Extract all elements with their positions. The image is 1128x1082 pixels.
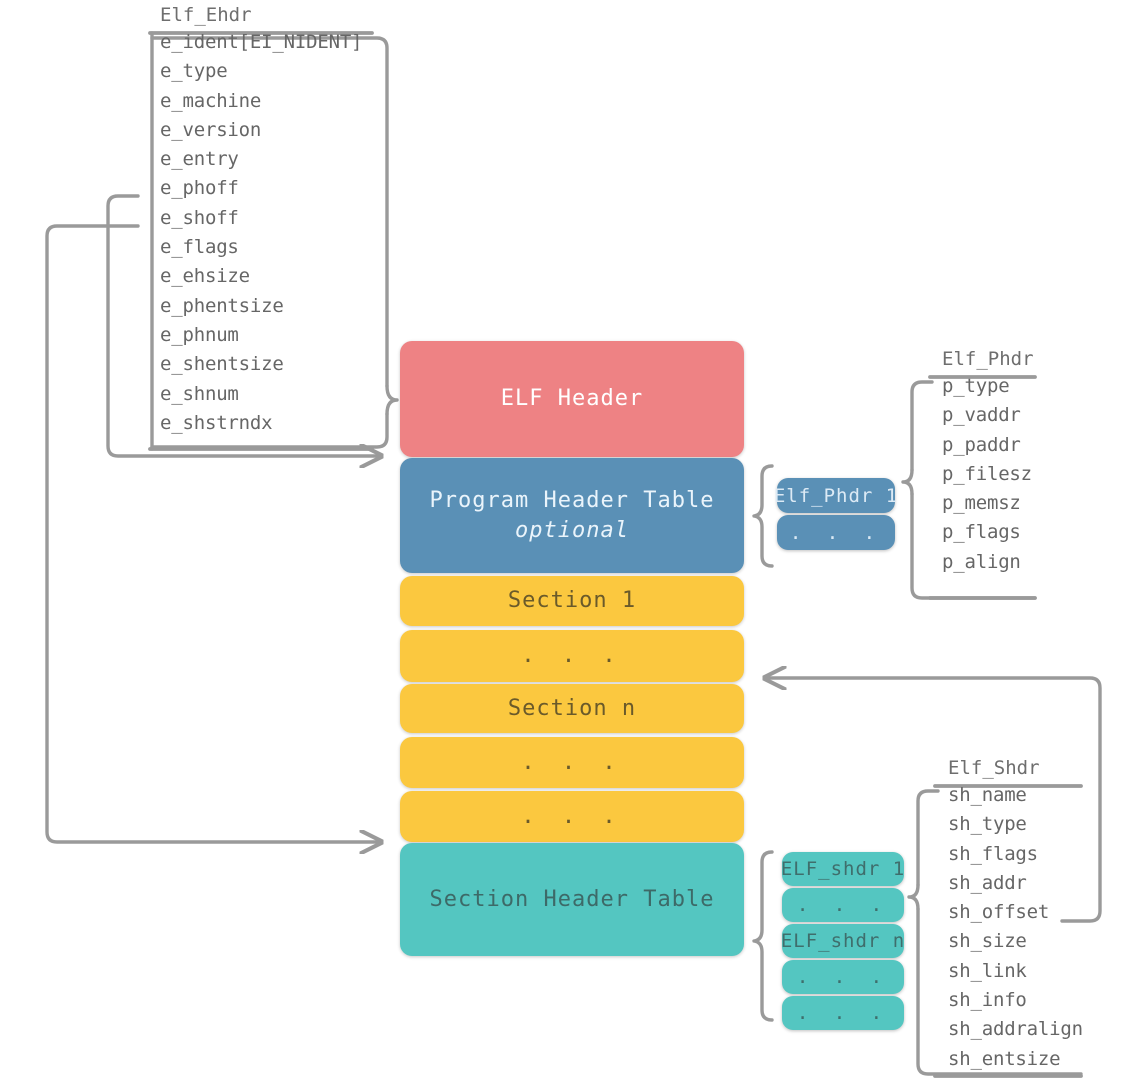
wire-sh-offset (765, 678, 1102, 923)
pht-brace (752, 464, 774, 568)
field-e_ehsize: e_ehsize (160, 265, 250, 288)
field-sh_link: sh_link (948, 959, 1027, 982)
block-section-gap-2[interactable]: . . . (400, 737, 744, 788)
elf-shdr-field-list: sh_name sh_type sh_flags sh_addr sh_offs… (934, 781, 1083, 1074)
field-sh_entsize: sh_entsize (948, 1047, 1061, 1070)
field-sh_size: sh_size (948, 930, 1027, 953)
shdr-upper-left (916, 789, 940, 887)
field-p_align: p_align (942, 550, 1021, 573)
phdr-entry-1[interactable]: Elf_Phdr 1 (773, 478, 899, 513)
field-sh_flags: sh_flags (948, 842, 1038, 865)
elf-phdr-title: Elf_Phdr (942, 348, 1034, 370)
block-program-header-table-label: Program Header Table (429, 487, 715, 513)
elf-shdr-title: Elf_Shdr (948, 757, 1040, 779)
phdr-entry-1-label: Elf_Phdr 1 (773, 484, 899, 507)
field-e_phnum: e_phnum (160, 323, 239, 346)
elf-phdr-struct: Elf_Phdr p_type p_vaddr p_paddr p_filesz… (928, 347, 1034, 577)
field-e_version: e_version (160, 118, 262, 141)
shdr-entry-dots-3-label: . . . (796, 1002, 890, 1024)
block-section-1[interactable]: Section 1 (400, 576, 744, 626)
shdr-entry-dots-2[interactable]: . . . (782, 960, 904, 994)
field-p_type: p_type (942, 375, 1010, 397)
field-sh_addralign: sh_addralign (948, 1018, 1083, 1041)
phdr-entry-dots[interactable]: . . . (777, 515, 895, 550)
block-elf-header[interactable]: ELF Header (400, 341, 744, 457)
field-e_entry: e_entry (160, 148, 239, 171)
block-section-header-table-label: Section Header Table (429, 886, 715, 912)
field-sh_name: sh_name (948, 784, 1027, 806)
shdr-entry-n[interactable]: ELF_shdr n (780, 924, 906, 958)
field-e_shnum: e_shnum (160, 382, 239, 405)
field-p_vaddr: p_vaddr (942, 404, 1021, 427)
field-e_phentsize: e_phentsize (160, 294, 284, 317)
field-p_memsz: p_memsz (942, 492, 1021, 515)
field-e_phoff: e_phoff (160, 177, 239, 200)
field-sh_offset: sh_offset (948, 901, 1050, 924)
block-section-gap-3[interactable]: . . . (400, 791, 744, 842)
block-section-n[interactable]: Section n (400, 684, 744, 733)
block-section-header-table[interactable]: Section Header Table (400, 843, 744, 956)
shdr-entry-dots-2-label: . . . (796, 966, 890, 988)
block-section-gap-3-label: . . . (521, 803, 623, 829)
phdr-upper-left (910, 380, 934, 472)
shdr-lower-left (916, 907, 1083, 1076)
field-e_shstrndx: e_shstrndx (160, 411, 273, 434)
block-elf-header-label: ELF Header (500, 386, 644, 411)
shdr-entry-dots-1-label: . . . (796, 894, 890, 916)
field-sh_addr: sh_addr (948, 871, 1027, 894)
ehdr-brace-tip (385, 384, 399, 416)
field-e_type: e_type (160, 60, 228, 83)
block-section-gap-1-label: . . . (521, 643, 623, 668)
shdr-entry-1[interactable]: ELF_shdr 1 (780, 852, 906, 886)
elf-phdr-field-list: p_type p_vaddr p_paddr p_filesz p_memsz … (928, 372, 1034, 577)
wire-e-phoff (106, 194, 381, 456)
field-p_paddr: p_paddr (942, 433, 1021, 456)
phdr-lower-left (910, 492, 1037, 600)
shdr-entry-1-label: ELF_shdr 1 (780, 858, 906, 880)
block-section-gap-1[interactable]: . . . (400, 630, 744, 682)
field-p_flags: p_flags (942, 521, 1021, 544)
field-e_shoff: e_shoff (160, 206, 239, 229)
block-section-1-label: Section 1 (507, 588, 637, 613)
shdr-brace-tip (907, 883, 920, 911)
block-section-gap-2-label: . . . (521, 749, 623, 775)
shdr-entry-dots-1[interactable]: . . . (782, 888, 904, 922)
block-section-n-label: Section n (507, 695, 637, 721)
shdr-entry-n-label: ELF_shdr n (780, 930, 906, 952)
elf-ehdr-field-list: e_ident[EI_NIDENT] e_type e_machine e_ve… (150, 28, 363, 438)
block-program-header-table[interactable]: Program Header Table optional (400, 458, 744, 573)
field-sh_info: sh_info (948, 989, 1027, 1012)
phdr-entry-dots-label: . . . (789, 521, 883, 544)
shdr-entry-dots-3[interactable]: . . . (782, 996, 904, 1030)
field-e_machine: e_machine (160, 89, 262, 112)
elf-shdr-struct: Elf_Shdr sh_name sh_type sh_flags sh_add… (934, 756, 1083, 1074)
field-p_filesz: p_filesz (942, 462, 1032, 485)
field-sh_type: sh_type (948, 813, 1027, 836)
field-e_shentsize: e_shentsize (160, 353, 284, 376)
sht-brace (752, 850, 774, 1022)
wire-e-shoff (45, 224, 381, 842)
phdr-brace-tip (901, 468, 914, 496)
block-program-header-table-optional: optional (515, 517, 629, 543)
field-e_flags: e_flags (160, 236, 239, 259)
ehdr-top-right-wrap (150, 36, 389, 388)
field-e_ident: e_ident[EI_NIDENT] (160, 31, 363, 53)
elf-ehdr-title: Elf_Ehdr (160, 4, 252, 26)
elf-ehdr-struct: Elf_Ehdr e_ident[EI_NIDENT] e_type e_mac… (150, 3, 363, 438)
